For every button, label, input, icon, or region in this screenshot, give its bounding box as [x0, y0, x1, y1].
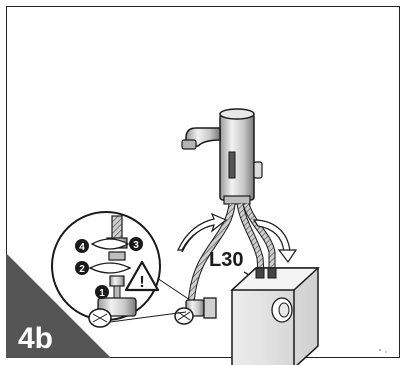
- speck: [379, 349, 381, 351]
- svg-text:!: !: [139, 274, 144, 291]
- speck: [385, 351, 386, 352]
- callout-1: 1: [95, 285, 109, 299]
- step-label: 4b: [18, 322, 53, 355]
- svg-text:1: 1: [99, 288, 105, 299]
- water-heater-unit: [232, 268, 318, 365]
- callout-3: 3: [129, 237, 143, 251]
- callout-4: 4: [75, 239, 89, 253]
- svg-text:4: 4: [79, 242, 85, 253]
- angle-valve: [175, 298, 216, 324]
- svg-text:2: 2: [79, 264, 85, 275]
- svg-text:3: 3: [133, 240, 139, 251]
- callout-2: 2: [75, 261, 89, 275]
- sensor-faucet: [182, 109, 262, 204]
- dimension-label: L30: [209, 249, 243, 271]
